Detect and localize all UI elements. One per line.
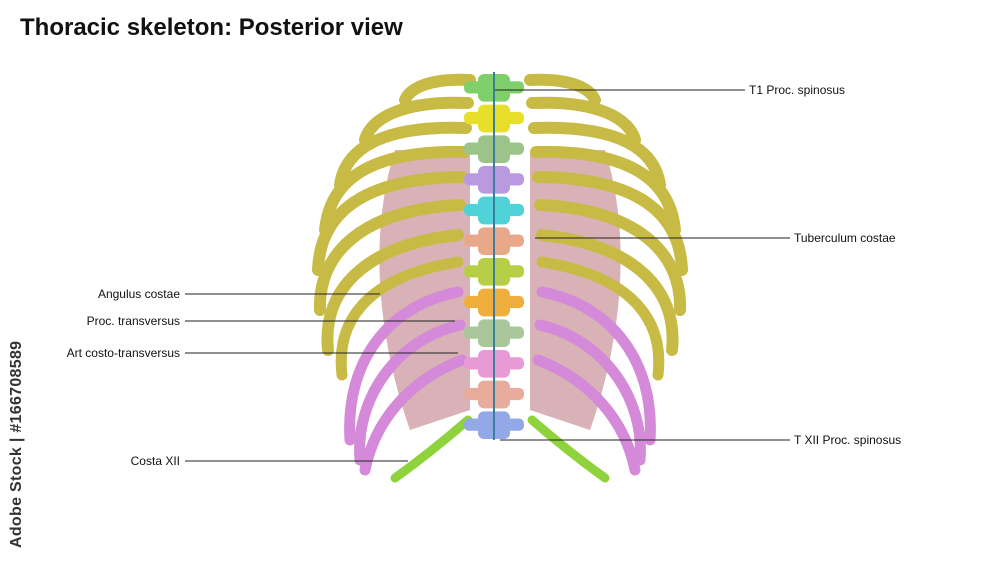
label-t1-proc-spinosus: T1 Proc. spinosus	[749, 83, 846, 97]
label-proc-transversus: Proc. transversus	[86, 314, 180, 328]
lower-ribs	[344, 286, 656, 476]
stock-watermark: Adobe Stock | #166708589	[8, 340, 25, 548]
upper-ribs-lower	[335, 256, 665, 381]
page-title: Thoracic skeleton: Posterior view	[20, 14, 403, 41]
label-costa-xii: Costa XII	[130, 454, 180, 468]
label-tuberculum-costae: Tuberculum costae	[794, 231, 896, 245]
floating-ribs	[390, 415, 610, 483]
leader-lines	[185, 89, 790, 462]
label-angulus-costae: Angulus costae	[97, 287, 180, 301]
vertebral-column	[464, 72, 524, 440]
label-t-xii-proc-spinosus: T XII Proc. spinosus	[794, 433, 902, 447]
label-art-costo-transversus: Art costo-transversus	[66, 346, 180, 360]
upper-ribs	[312, 73, 688, 356]
